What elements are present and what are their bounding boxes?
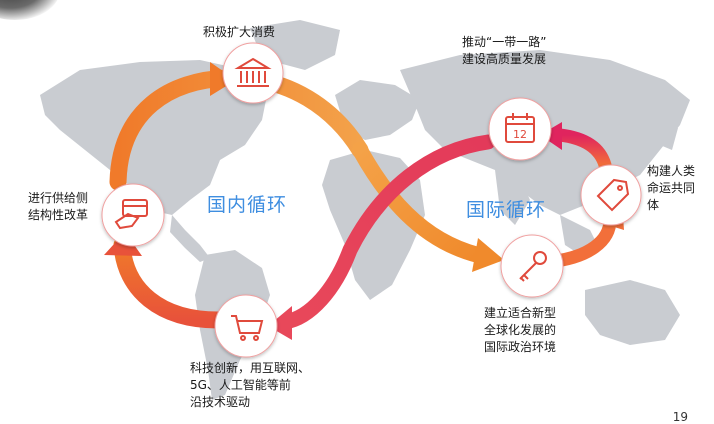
label-supply-line: 进行供给侧: [28, 191, 89, 205]
shopping-cart-icon: [231, 315, 264, 341]
calendar-icon: 12: [505, 113, 535, 143]
label-community-line: 命运共同: [647, 181, 696, 195]
card-in-hand-icon: [114, 199, 148, 230]
label-belt-road-line: 建设高质量发展: [462, 52, 547, 66]
svg-text:12: 12: [513, 128, 527, 141]
north-america: [40, 60, 268, 215]
label-community-line: 体: [647, 198, 660, 212]
node-tech: [214, 294, 278, 358]
domestic-loop-title: 国内循环: [207, 194, 288, 216]
key-icon: [519, 251, 547, 282]
arrow-right-upper: [553, 128, 612, 172]
arrow-cross-crimson: [277, 134, 496, 330]
node-community: [580, 164, 642, 226]
label-tech: 科技创新，用互联网、 5G、人工智能等前 沿技术驱动: [190, 360, 310, 411]
arrow-cross-orange: [352, 142, 486, 263]
page-number: 19: [672, 410, 688, 424]
india: [495, 170, 530, 225]
label-governance: 建立适合新型 全球化发展的 国际政治环境: [484, 305, 556, 356]
arrow-cross-orange-head: [472, 238, 504, 272]
bank-icon: [234, 57, 272, 87]
label-tech-line: 5G、人工智能等前: [190, 378, 291, 392]
price-tag-icon: [596, 178, 630, 212]
arrow-top-head: [210, 62, 236, 96]
label-tech-line: 沿技术驱动: [190, 395, 251, 409]
label-belt-road: 推动“一带一路” 建设高质量发展: [462, 34, 546, 68]
label-governance-line: 建立适合新型: [484, 306, 557, 320]
australia: [585, 280, 680, 345]
label-supply-line: 结构性改革: [28, 208, 89, 222]
arrow-left: [113, 236, 227, 329]
label-tech-line: 科技创新，用互联网、: [190, 361, 311, 375]
node-belt-road: [488, 97, 552, 161]
label-governance-line: 国际政治环境: [484, 340, 557, 354]
central-america: [170, 215, 210, 262]
arrow-cross-crimson-head: [268, 306, 292, 340]
japan: [660, 120, 678, 150]
label-community: 构建人类 命运共同 体: [647, 163, 695, 214]
international-loop-title: 国际循环: [466, 199, 547, 221]
label-supply: 进行供给侧 结构性改革: [28, 190, 88, 224]
arrow-right-upper-head: [540, 122, 562, 150]
label-consumption: 积极扩大消费: [203, 25, 276, 39]
europe: [335, 80, 420, 140]
label-belt-road-line: 推动“一带一路”: [462, 35, 547, 49]
label-governance-line: 全球化发展的: [484, 323, 557, 337]
label-community-line: 构建人类: [647, 164, 696, 178]
